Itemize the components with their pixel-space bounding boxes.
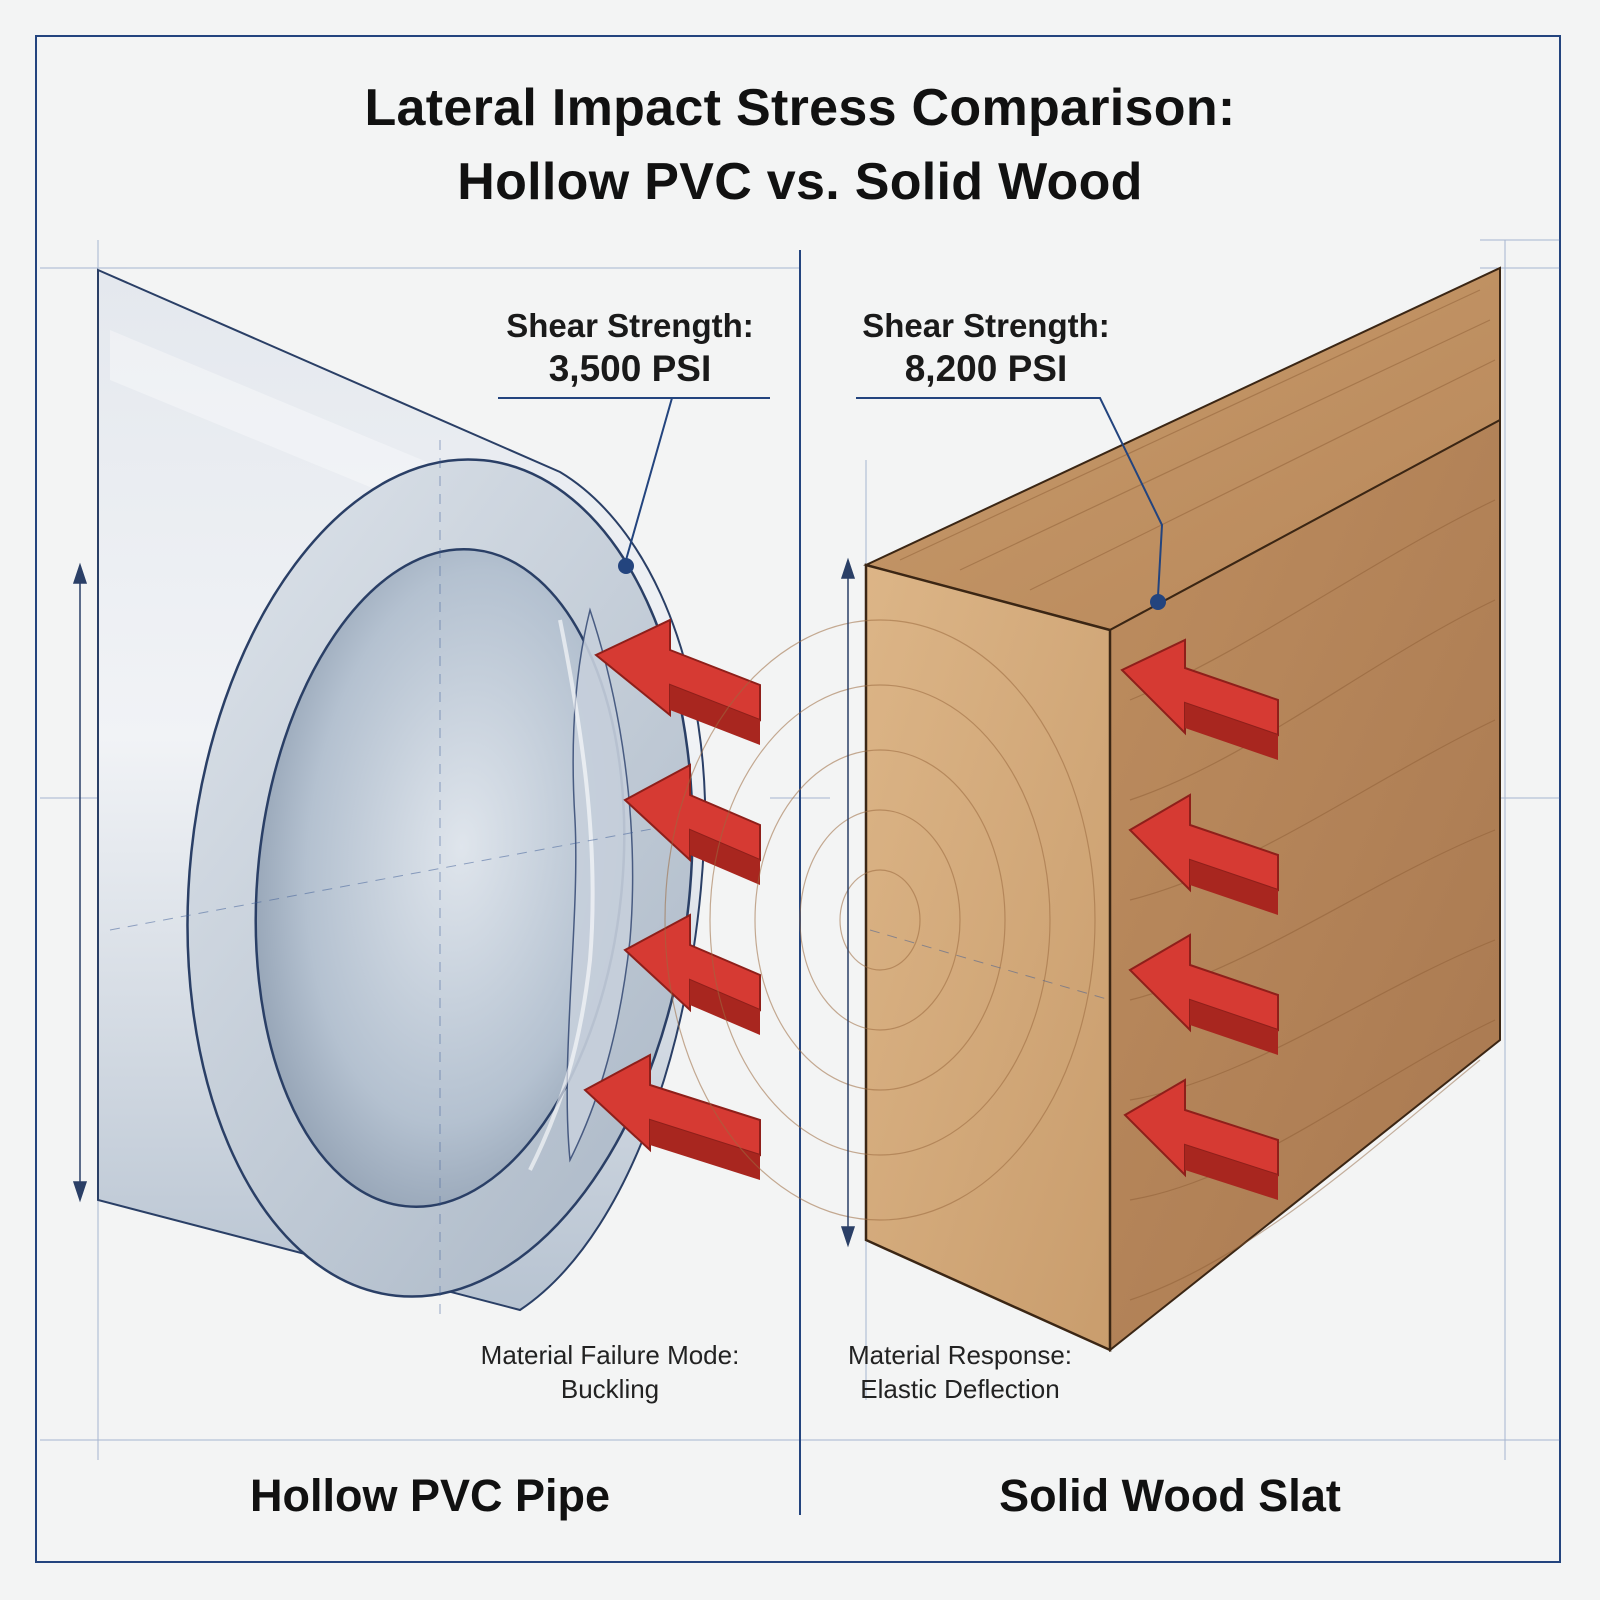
force-arrow-icon <box>1128 933 1279 1055</box>
pvc-pipe-drawing <box>72 268 770 1320</box>
pvc-panel-label: Hollow PVC Pipe <box>249 1470 611 1521</box>
wood-material-response: Material Response: Elastic Deflection <box>820 1338 1100 1406</box>
force-arrow-icon <box>1128 793 1279 915</box>
drawing-frame <box>35 35 1561 1563</box>
force-arrow-icon <box>594 618 761 745</box>
wood-growth-rings <box>664 619 1096 1221</box>
wood-mode-label: Material Response: <box>848 1340 1072 1370</box>
diagram-title-line-2: Hollow PVC vs. Solid Wood <box>457 153 1143 211</box>
wood-callout-leader <box>856 397 1164 597</box>
pvc-mode-label: Material Failure Mode: <box>480 1340 740 1370</box>
pvc-mode-value: Buckling <box>560 1374 660 1404</box>
wood-force-arrows <box>1120 638 1279 1200</box>
wood-slat-drawing <box>664 266 1501 1353</box>
pvc-shear-label: Shear Strength: <box>506 307 754 344</box>
wood-mode-value: Elastic Deflection <box>860 1374 1060 1404</box>
pvc-shear-value: 3,500 PSI <box>548 348 712 389</box>
wood-shear-value: 8,200 PSI <box>904 348 1068 389</box>
force-arrow-icon <box>1123 1078 1279 1200</box>
force-arrow-icon <box>623 763 761 885</box>
wood-shear-callout: Shear Strength: 8,200 PSI <box>846 306 1126 392</box>
wood-end-grain-face <box>864 563 1112 1352</box>
force-arrow-icon <box>623 913 761 1035</box>
wood-panel-label: Solid Wood Slat <box>999 1470 1341 1521</box>
wood-shear-label: Shear Strength: <box>862 307 1110 344</box>
pvc-force-arrows <box>583 618 761 1180</box>
force-arrow-icon <box>583 1053 761 1180</box>
dimension-arrow-icon <box>72 562 88 1203</box>
force-arrow-icon <box>1120 638 1279 760</box>
diagram-title-line-1: Lateral Impact Stress Comparison: <box>364 79 1236 137</box>
pvc-shear-callout: Shear Strength: 3,500 PSI <box>490 306 770 392</box>
pvc-failure-mode: Material Failure Mode: Buckling <box>450 1338 770 1406</box>
pvc-callout-leader <box>498 397 770 561</box>
dimension-arrow-icon <box>840 557 856 1248</box>
